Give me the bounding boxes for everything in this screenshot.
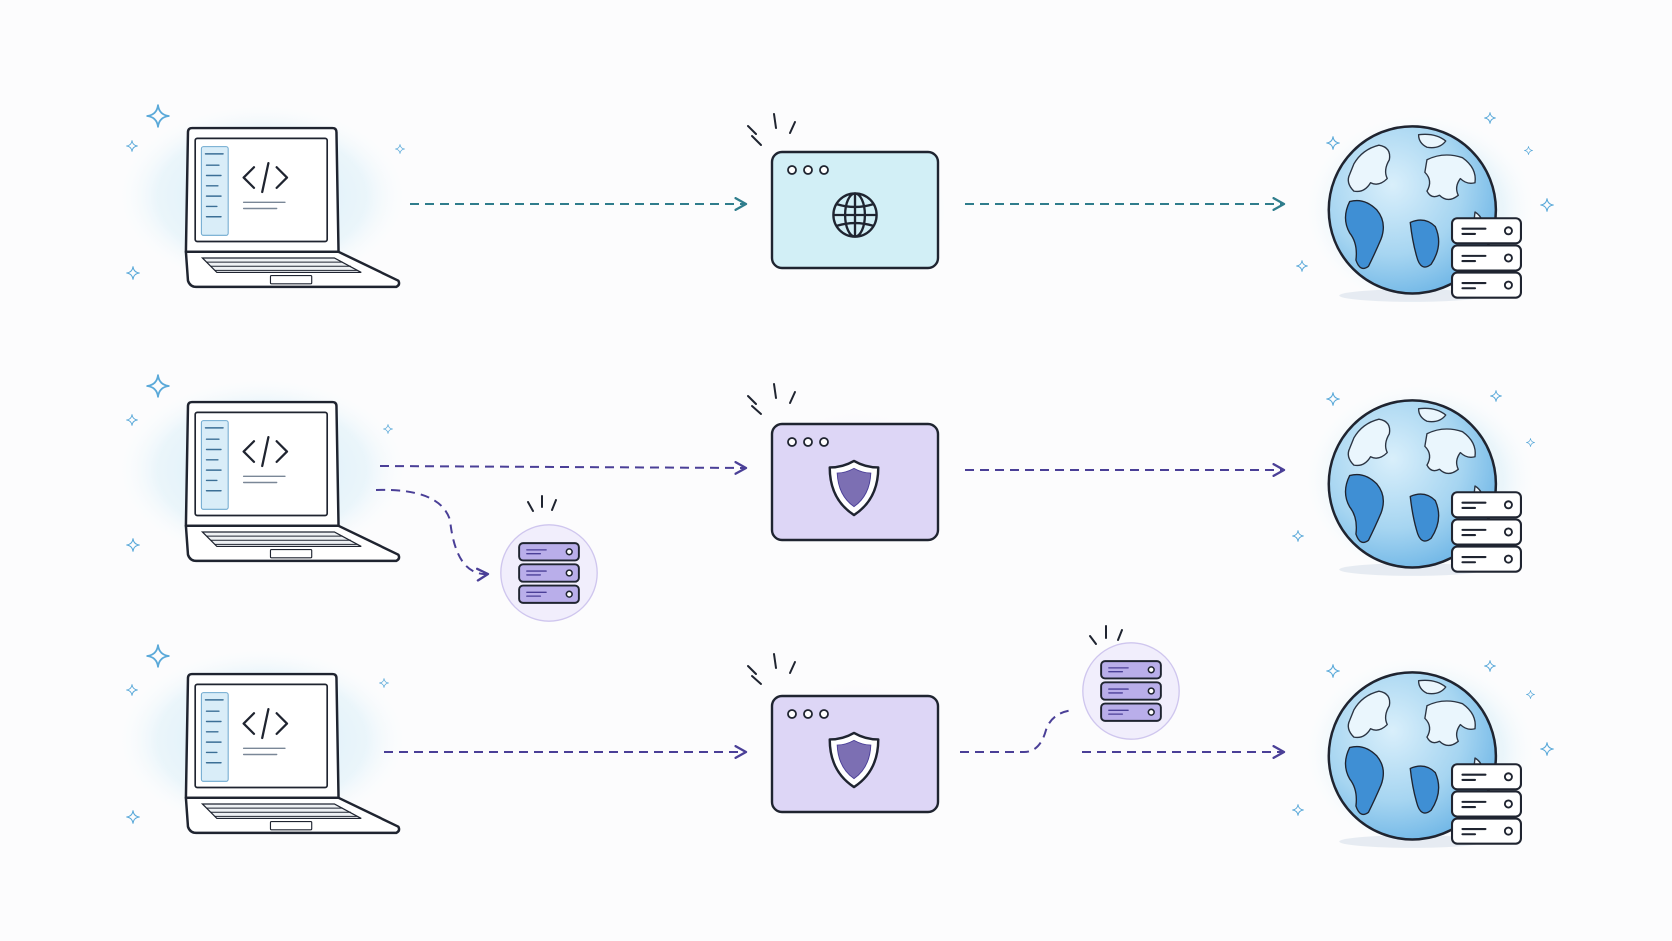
highlight-marks — [747, 653, 796, 685]
proxy-server — [1081, 625, 1181, 741]
arrow-laptop-to-proxy — [375, 488, 490, 582]
highlight-marks — [747, 113, 796, 146]
server-stack-icon — [1081, 641, 1181, 741]
globe-icon — [832, 192, 878, 238]
proxy-server — [499, 495, 599, 623]
arrow-laptop-to-browser — [379, 460, 748, 475]
highlight-marks — [527, 495, 557, 512]
browser-window — [747, 653, 940, 814]
arrow-browser-to-proxy — [960, 709, 1075, 753]
server-stack-icon — [499, 523, 599, 623]
highlight-marks — [747, 383, 796, 415]
row-proxied — [112, 625, 1554, 852]
highlight-marks — [1089, 625, 1123, 645]
browser-window — [747, 383, 940, 542]
row-public — [112, 101, 1554, 310]
browser-window — [747, 113, 940, 270]
row-split — [112, 374, 1540, 623]
